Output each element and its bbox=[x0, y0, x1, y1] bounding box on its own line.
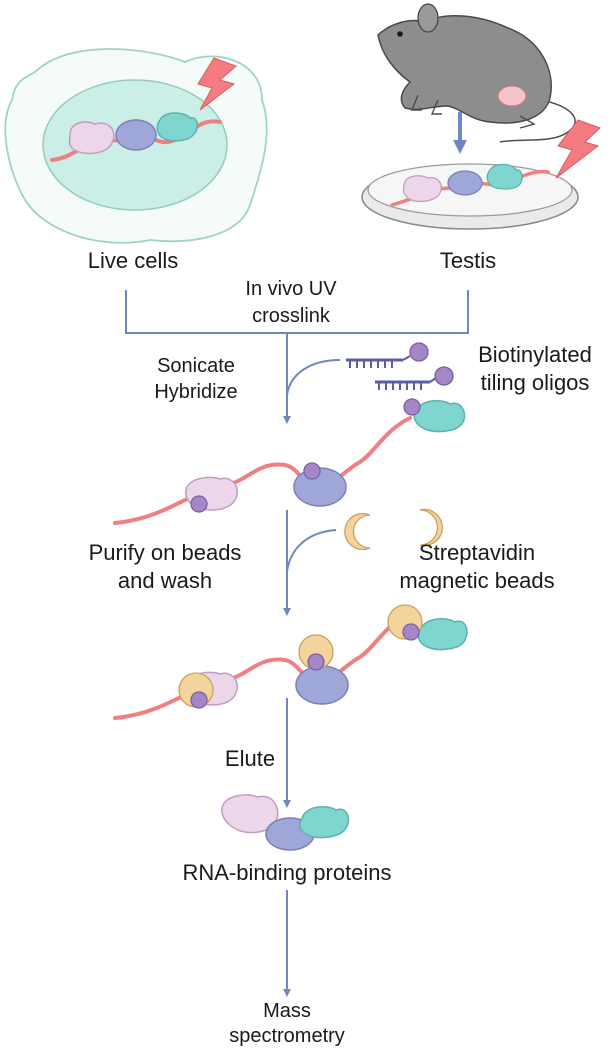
eluted-proteins bbox=[221, 794, 350, 851]
protein-teal bbox=[417, 617, 468, 651]
purify-label-line1: Purify on beads bbox=[89, 540, 242, 565]
crosslink-label-line2: crosslink bbox=[252, 305, 331, 327]
mouse-hind-leg bbox=[519, 115, 536, 129]
live-cells-label: Live cells bbox=[88, 248, 178, 273]
mass-label: Mass bbox=[263, 1000, 311, 1022]
protein-teal bbox=[486, 163, 523, 190]
biotin-tag bbox=[190, 691, 208, 709]
mouse-illustration bbox=[377, 3, 576, 143]
tiling-oligo-2 bbox=[375, 366, 454, 390]
protein-teal bbox=[413, 399, 466, 433]
mouse-ear bbox=[417, 3, 439, 33]
hybridized-rna-complex bbox=[113, 398, 466, 525]
streptavidin-label: Streptavidin bbox=[419, 540, 535, 565]
tiling-oligos-label: tiling oligos bbox=[481, 370, 590, 395]
join-arc bbox=[286, 359, 341, 396]
biotin-tag bbox=[409, 342, 429, 362]
biotinylated-label: Biotinylated bbox=[478, 342, 592, 367]
mouse-tail bbox=[499, 99, 576, 143]
protein-teal bbox=[156, 112, 198, 142]
merge-connector bbox=[125, 290, 469, 334]
spectrometry-label: spectrometry bbox=[229, 1025, 345, 1047]
live-cell bbox=[4, 48, 268, 244]
biotin-tag bbox=[402, 623, 420, 641]
streptavidin-bead-icon bbox=[344, 512, 371, 551]
protein-blue bbox=[115, 119, 157, 151]
streptavidin-bead-icon bbox=[419, 508, 443, 547]
rna-strand bbox=[113, 611, 412, 720]
biotin-tag bbox=[403, 398, 421, 416]
testis-organ bbox=[497, 85, 527, 107]
mouse-front-leg bbox=[410, 94, 442, 115]
biotin-tag bbox=[303, 462, 321, 480]
protein-pink bbox=[402, 175, 442, 203]
hybridize-label: Hybridize bbox=[154, 381, 237, 403]
bead-bound-rna-complex bbox=[113, 604, 468, 720]
tiling-oligo-1 bbox=[346, 342, 429, 368]
purify-label-line2: and wash bbox=[118, 568, 212, 593]
protein-pink bbox=[68, 121, 115, 155]
uv-lightning-icon bbox=[197, 57, 237, 111]
uv-lightning-icon bbox=[555, 119, 601, 179]
petri-dish bbox=[361, 119, 601, 230]
biotin-tag bbox=[307, 653, 325, 671]
magnetic-beads-label: magnetic beads bbox=[399, 568, 554, 593]
mouse-body bbox=[377, 15, 552, 124]
testis-label: Testis bbox=[440, 248, 496, 273]
rna-binding-proteins-label: RNA-binding proteins bbox=[182, 860, 391, 885]
elute-label: Elute bbox=[225, 746, 275, 771]
protein-blue bbox=[295, 665, 349, 705]
mouse-eye bbox=[397, 31, 403, 37]
crosslink-label-line1: In vivo UV bbox=[245, 278, 337, 300]
rna-strand bbox=[113, 416, 412, 525]
biotin-tag bbox=[190, 495, 208, 513]
sonicate-label: Sonicate bbox=[157, 355, 235, 377]
join-arc bbox=[286, 529, 337, 573]
protein-teal bbox=[298, 805, 350, 839]
biotin-tag bbox=[434, 366, 454, 386]
protein-blue bbox=[447, 170, 483, 196]
